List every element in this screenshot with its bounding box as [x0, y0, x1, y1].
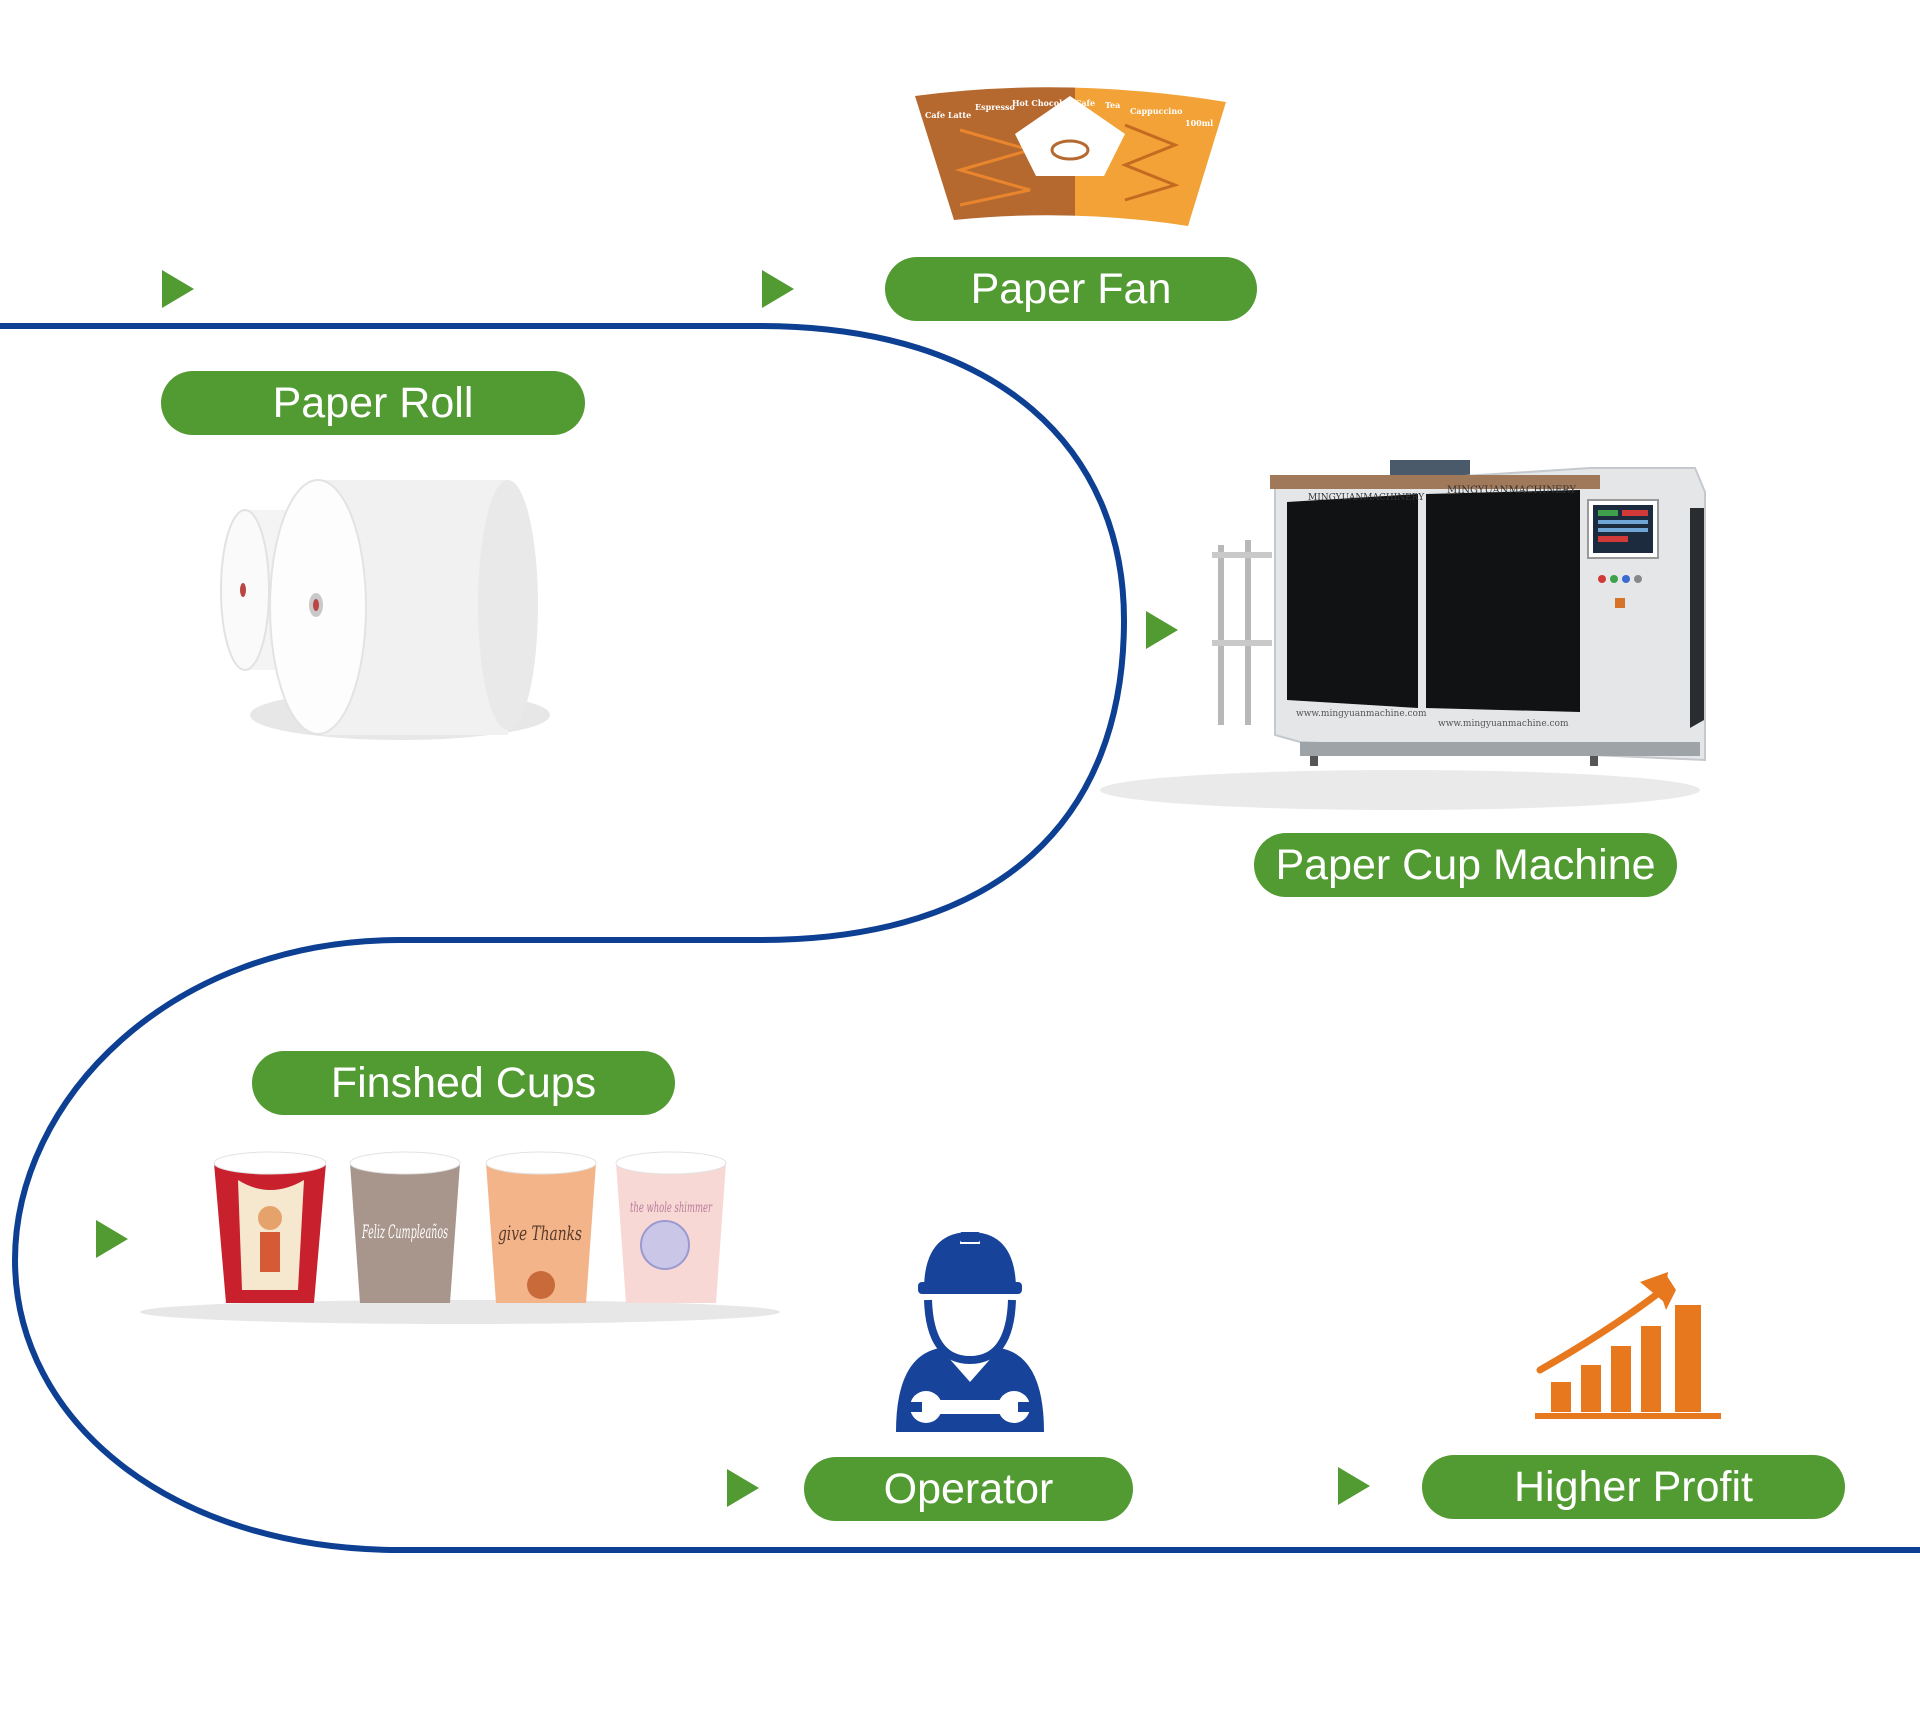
fan-print-text: 100ml [1185, 118, 1213, 128]
flow-arrow [762, 270, 794, 308]
fan-print-text: Espresso [975, 102, 1016, 112]
machine-url-left: www.mingyuanmachine.com [1296, 709, 1427, 719]
fan-print-text: Cafe [1075, 98, 1095, 108]
machine-brand-right: MINGYUANMACHINERY [1447, 485, 1577, 496]
label-paper-roll: Paper Roll [161, 371, 585, 435]
label-paper-fan: Paper Fan [885, 257, 1257, 321]
flow-arrow [162, 270, 194, 308]
cup-pink: the whole shimmer [615, 1151, 727, 1303]
fan-print-text: Cafe Latte [925, 110, 971, 120]
flow-arrow [1338, 1467, 1370, 1505]
cup2-print: Feliz Cumpleaños [361, 1221, 448, 1243]
cup3-print: give Thanks [498, 1221, 582, 1245]
cup-orange: give Thanks [485, 1151, 597, 1303]
flow-line [0, 323, 1920, 1553]
cup4-print: the whole shimmer [630, 1200, 713, 1216]
label-operator: Operator [804, 1457, 1133, 1521]
machine-url-right: www.mingyuanmachine.com [1438, 719, 1569, 729]
fan-print-text: Tea [1105, 100, 1120, 110]
machine-brand-left: MINGYUANMACHINERY [1308, 493, 1425, 503]
cup-grey: Feliz Cumpleaños [349, 1151, 461, 1303]
fan-print-text: Cappuccino [1130, 106, 1183, 116]
label-finished-cups: Finshed Cups [252, 1051, 675, 1115]
flow-arrow [96, 1220, 128, 1258]
flow-arrow [727, 1469, 759, 1507]
cup-red [213, 1151, 327, 1303]
label-higher-profit: Higher Profit [1422, 1455, 1845, 1519]
label-paper-cup-machine: Paper Cup Machine [1254, 833, 1677, 897]
fan-print-text: Hot Chocolate [1012, 98, 1076, 108]
flow-arrow [1146, 611, 1178, 649]
